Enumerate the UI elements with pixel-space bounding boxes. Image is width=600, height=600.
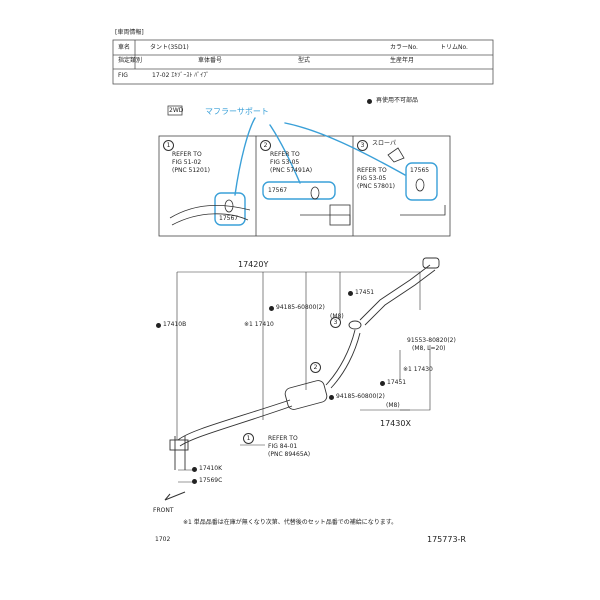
part-17569C: 17569C: [199, 477, 223, 484]
circle-3: 3: [330, 317, 341, 328]
fig-label: FIG: [118, 72, 128, 79]
panel1-part: 17567: [219, 215, 239, 222]
panel1-number: 1: [163, 140, 174, 151]
drive-type: 2WD: [169, 107, 184, 114]
m8-upper: (M8): [330, 313, 344, 320]
part-17430X: 17430X: [380, 419, 411, 428]
part-17410B: 17410B: [163, 321, 187, 328]
part-17420Y: 17420Y: [238, 260, 269, 269]
handwritten-muffler-support: マフラーサポート: [205, 107, 269, 116]
panel1-refer: REFER TO: [172, 151, 202, 158]
part-94185-lower: 94185-60800(2): [336, 393, 385, 400]
footer-note: ※1 単品品番は在庫が無くなり次第、代替後のセット品番での補給になります。: [183, 519, 398, 526]
bullet-17451-lower: [380, 381, 385, 386]
circle-2: 2: [310, 362, 321, 373]
refer-bottom: REFER TO: [268, 435, 298, 442]
part-17410: ※1 17410: [244, 321, 274, 328]
footer-right-code: 175773-R: [427, 535, 466, 544]
part-17410K: 17410K: [199, 465, 223, 472]
part-17451-upper: 17451: [355, 289, 375, 296]
part-17430: ※1 17430: [403, 366, 433, 373]
fig-value: 17-02 ｴｷｿﾞｰｽﾄ ﾊﾟｲﾌﾟ: [152, 72, 210, 79]
fig-bottom: FIG 84-01: [268, 443, 298, 450]
chassis-label: 車体番号: [198, 57, 223, 64]
panel2-refer: REFER TO: [270, 151, 300, 158]
production-label: 生産年月: [390, 57, 415, 64]
part-94185-upper: 94185-60800(2): [276, 304, 325, 311]
bullet-94185-lower: [329, 395, 334, 400]
m8-l20: (M8, L=20): [412, 345, 446, 352]
panel3-fig: FIG 53-05: [357, 175, 387, 182]
panel2-fig: FIG 53-05: [270, 159, 300, 166]
bullet-94185-upper: [269, 306, 274, 311]
panel3-number: 3: [357, 140, 368, 151]
not-reusable-bullet: [367, 99, 372, 104]
panel3-pnc: (PNC 57801): [357, 183, 395, 190]
model-label: 型式: [298, 57, 311, 64]
bullet-17410K: [192, 467, 197, 472]
panel1-pnc: (PNC 51201): [172, 167, 210, 174]
panel2-number: 2: [260, 140, 271, 151]
bullet-17410B: [156, 323, 161, 328]
footer-left-code: 1702: [155, 536, 171, 543]
designation-label: 指定類別: [118, 57, 143, 64]
panel2-part: 17567: [268, 187, 288, 194]
panel3-refer: REFER TO: [357, 167, 387, 174]
panel1-fig: FIG 51-02: [172, 159, 202, 166]
trim-label: トリムNo.: [440, 44, 468, 51]
front-label: FRONT: [153, 507, 174, 514]
not-reusable-note: 再使用不可部品: [376, 97, 419, 104]
part-17451-lower: 17451: [387, 379, 407, 386]
bullet-17569C: [192, 479, 197, 484]
color-label: カラーNo.: [390, 44, 418, 51]
vehicle-info-label: [車両情報]: [115, 29, 144, 36]
car-name-value: タント(35D1): [150, 44, 189, 51]
pnc-bottom: (PNC 89465A): [268, 451, 311, 458]
slope-label: スローパ: [372, 140, 396, 147]
bullet-17451-upper: [348, 291, 353, 296]
panel3-part: 17565: [410, 167, 430, 174]
part-91553: 91553-80820(2): [407, 337, 456, 344]
car-name-label: 車名: [118, 44, 131, 51]
m8-lower: (M8): [386, 402, 400, 409]
panel2-pnc: (PNC 57491A): [270, 167, 313, 174]
circle-1: 1: [243, 433, 254, 444]
